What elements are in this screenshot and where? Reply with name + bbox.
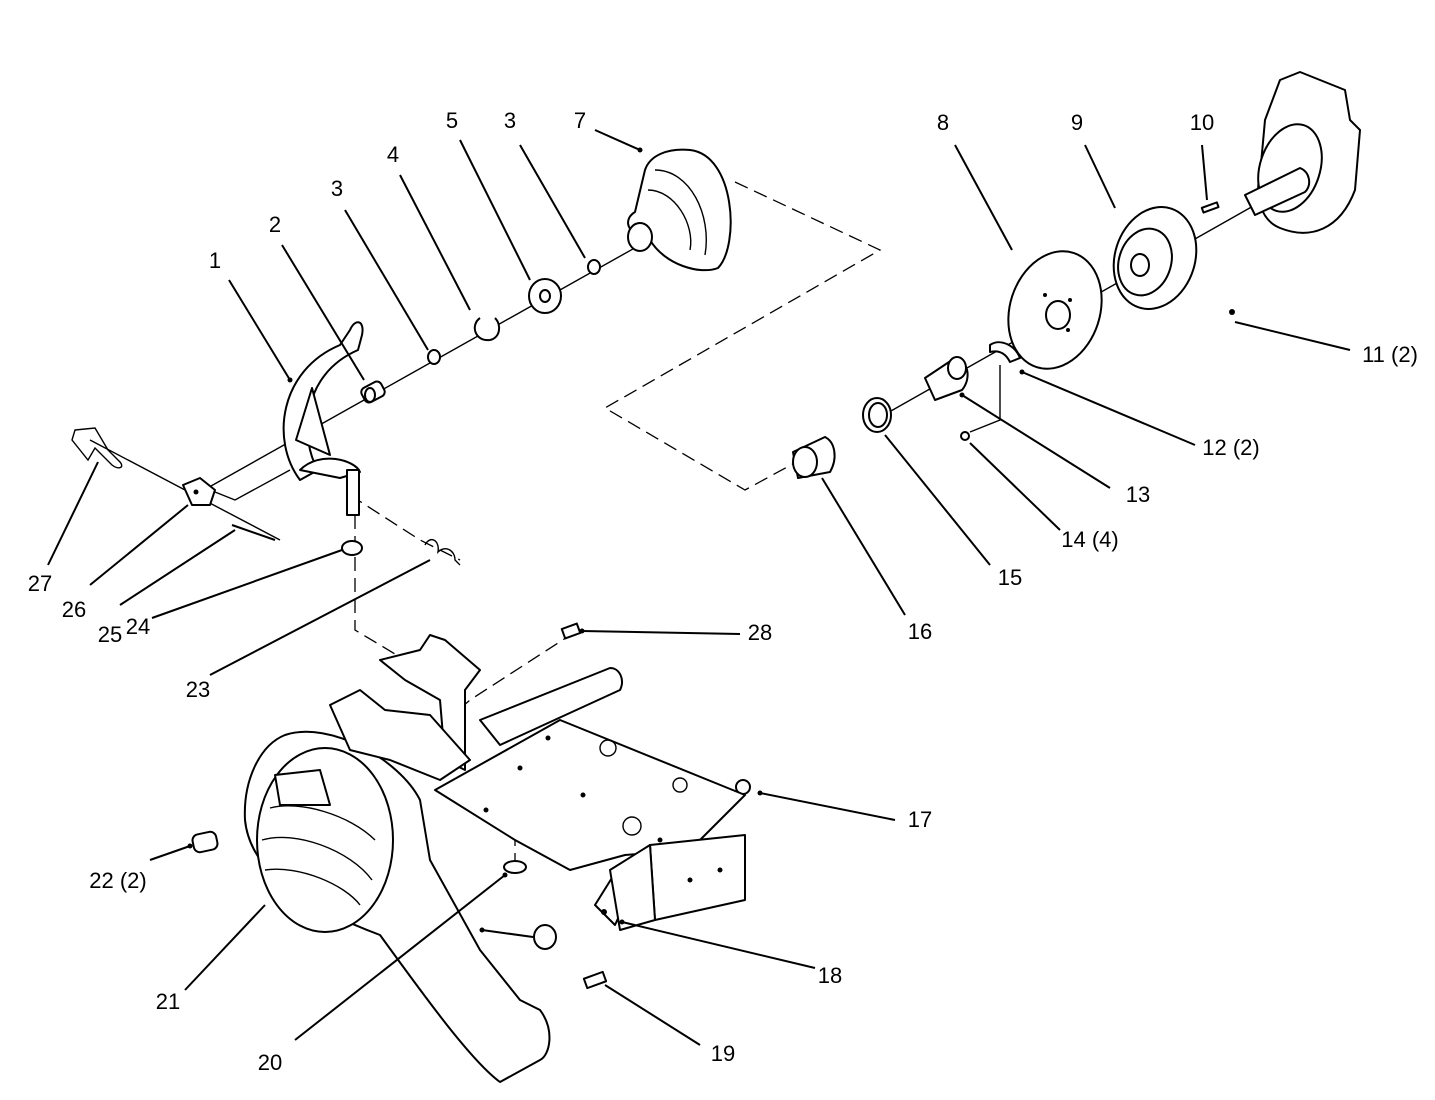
callout-13: 13 — [1126, 482, 1150, 507]
callout-9: 9 — [1071, 110, 1083, 135]
housing-knob-leader — [481, 929, 534, 938]
housing-knob — [533, 924, 557, 950]
part-25-pin — [231, 524, 276, 541]
part-11-set-screw — [1229, 309, 1235, 315]
callout-1: 1 — [209, 248, 221, 273]
part-26-bracket — [182, 477, 216, 506]
part-8-disk — [1007, 250, 1103, 370]
callout-15: 15 — [998, 565, 1022, 590]
frame-side-box — [609, 834, 746, 931]
callout-14: 14 (4) — [1061, 527, 1118, 552]
part-22-knob — [191, 830, 219, 854]
leader-lines — [47, 129, 1351, 1046]
callout-16: 16 — [908, 619, 932, 644]
callout-4: 4 — [387, 142, 399, 167]
part-3a-washer — [427, 349, 441, 365]
auger-shaft — [479, 667, 623, 746]
handle-post — [346, 469, 360, 516]
callout-20: 20 — [258, 1050, 282, 1075]
callout-27: 27 — [28, 571, 52, 596]
part-4-retaining-ring — [473, 317, 501, 342]
callout-22: 22 (2) — [89, 868, 146, 893]
part-21-housing — [243, 730, 551, 1083]
part-1-chute-handle — [282, 321, 364, 481]
part-13-hub — [924, 356, 969, 401]
part-12-clip — [989, 341, 1021, 363]
chute-bracket — [329, 634, 481, 781]
part-7-flange-pulley — [627, 148, 732, 272]
callout-5: 5 — [446, 108, 458, 133]
callout-26: 26 — [62, 597, 86, 622]
callout-12: 12 (2) — [1202, 435, 1259, 460]
part-5-bearing — [528, 278, 562, 314]
callout-28: 28 — [748, 620, 772, 645]
callout-2: 2 — [269, 212, 281, 237]
callout-21: 21 — [156, 989, 180, 1014]
callout-24: 24 — [126, 614, 150, 639]
callout-18: 18 — [818, 963, 842, 988]
callout-3b: 3 — [504, 108, 516, 133]
callout-25: 25 — [98, 622, 122, 647]
callout-23: 23 — [186, 677, 210, 702]
part-24-washer — [341, 540, 363, 556]
part-19-bolt — [582, 970, 608, 990]
part-28-screw — [560, 622, 582, 640]
part-3b-washer — [587, 259, 601, 275]
callout-11: 11 (2) — [1362, 342, 1418, 367]
part-14-screw — [960, 431, 970, 441]
callout-labels: 1 2 3 4 5 3 7 8 9 10 11 (2) 12 (2) 13 14… — [28, 108, 1418, 1075]
part-15-ring — [862, 397, 892, 433]
callout-17: 17 — [908, 807, 932, 832]
part-27-spring-clip — [71, 427, 123, 469]
part-2-spacer — [360, 380, 386, 404]
callout-10: 10 — [1190, 110, 1214, 135]
part-16-bushing — [792, 436, 836, 479]
part-9-drive-pulley — [1112, 206, 1198, 310]
callout-3a: 3 — [331, 176, 343, 201]
part-23-link — [424, 538, 461, 566]
part-20-washer — [503, 860, 527, 874]
callout-19: 19 — [711, 1041, 735, 1066]
callout-8: 8 — [937, 110, 949, 135]
engine-housing — [1244, 71, 1361, 234]
part-10-key — [1200, 201, 1220, 214]
callout-7: 7 — [574, 108, 586, 133]
